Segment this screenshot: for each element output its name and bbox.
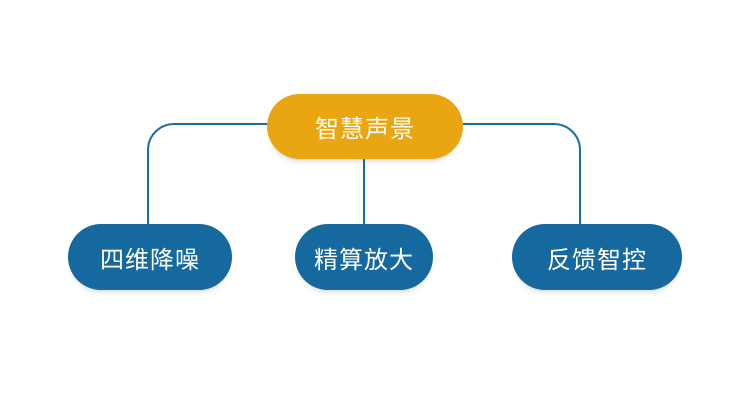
- connector-root-to-child-0: [147, 123, 268, 225]
- node-child-1: 四维降噪: [68, 224, 232, 290]
- node-child-2-label: 精算放大: [314, 246, 414, 274]
- node-child-3: 反馈智控: [512, 224, 682, 290]
- connector-root-to-child-2: [462, 123, 581, 225]
- node-child-2: 精算放大: [295, 224, 433, 290]
- node-child-3-label: 反馈智控: [547, 246, 647, 274]
- node-child-1-label: 四维降噪: [100, 246, 200, 274]
- node-root: 智慧声景: [267, 94, 463, 159]
- node-root-label: 智慧声景: [315, 116, 415, 143]
